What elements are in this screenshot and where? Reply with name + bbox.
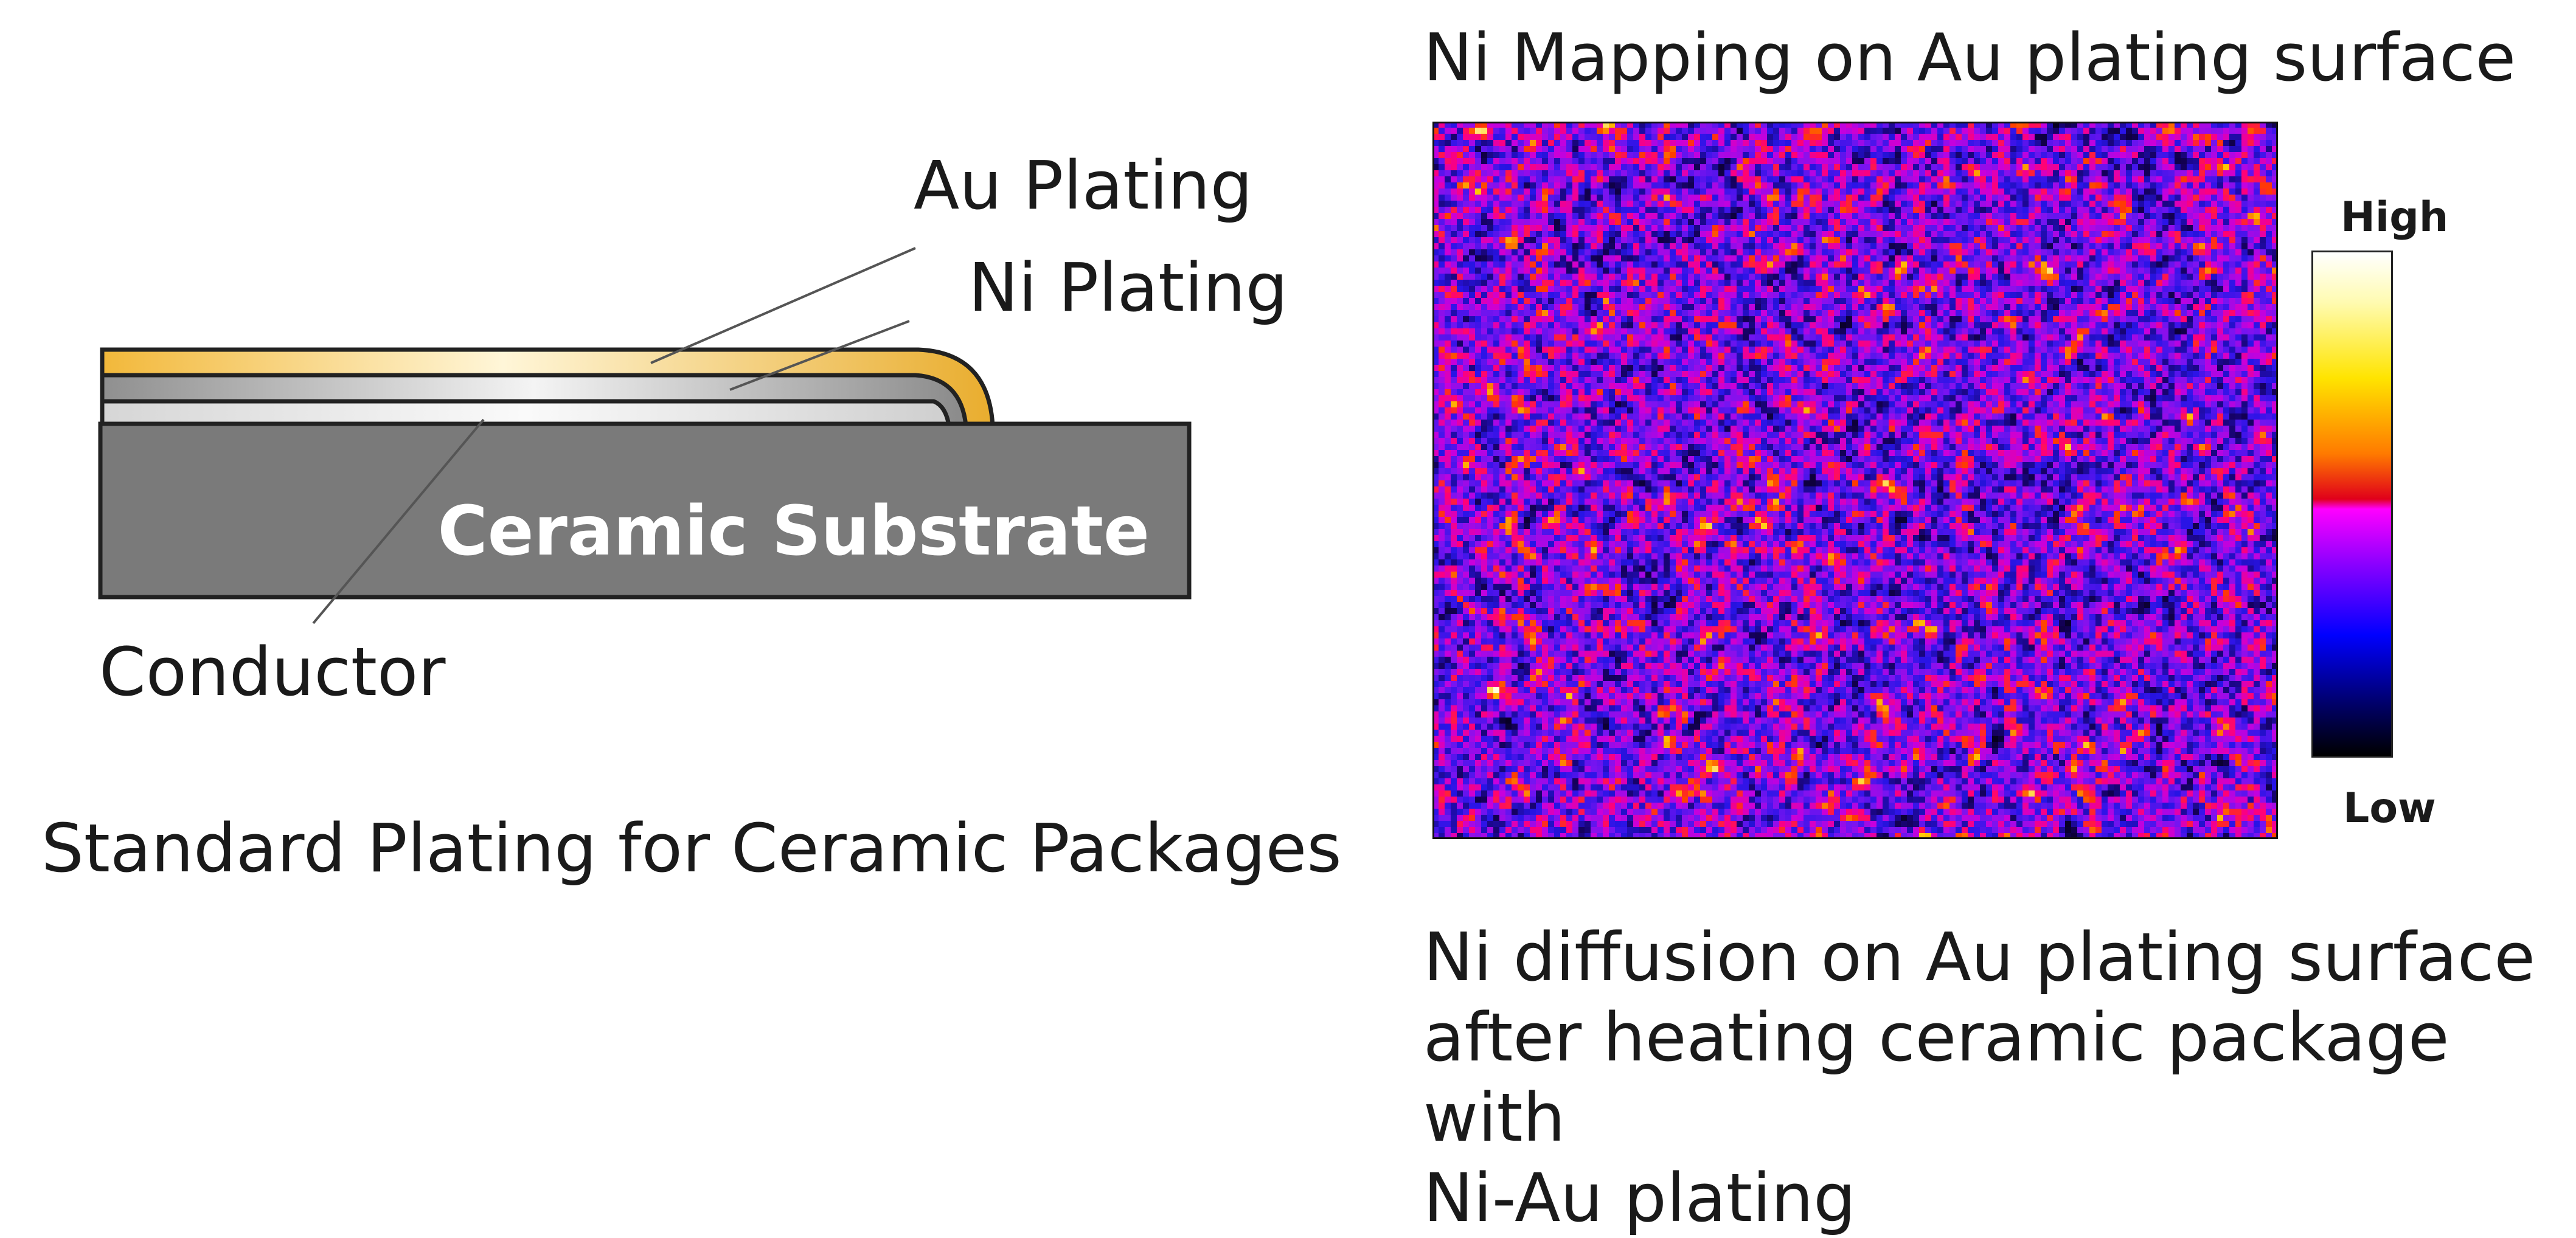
conductor-label: Conductor <box>99 633 446 711</box>
color-scale-bar <box>2311 251 2393 758</box>
scale-high-label: High <box>2341 193 2449 241</box>
au-leader-line <box>650 247 916 364</box>
ceramic-substrate <box>98 421 1192 600</box>
plating-cross-section-diagram: Ceramic Substrate <box>98 247 1192 624</box>
left-caption: Standard Plating for Ceramic Packages <box>41 809 1342 887</box>
right-caption: Ni diffusion on Au plating surface after… <box>1423 917 2549 1238</box>
au-plating-label: Au Plating <box>914 147 1253 224</box>
caption-line: Ni-Au plating <box>1423 1159 1856 1237</box>
ni-plating-label: Ni Plating <box>968 249 1288 327</box>
scale-low-label: Low <box>2343 784 2436 832</box>
substrate-label: Ceramic Substrate <box>437 492 1150 571</box>
ni-mapping-title: Ni Mapping on Au plating surface <box>1423 20 2516 96</box>
caption-line: after heating ceramic package with <box>1423 998 2449 1157</box>
caption-line: Ni diffusion on Au plating surface <box>1423 918 2535 996</box>
ni-leader-line <box>729 320 910 391</box>
ni-mapping-heatmap <box>1432 122 2278 839</box>
conductor-leader-line <box>312 418 485 624</box>
heatmap-frame <box>1432 122 2278 839</box>
